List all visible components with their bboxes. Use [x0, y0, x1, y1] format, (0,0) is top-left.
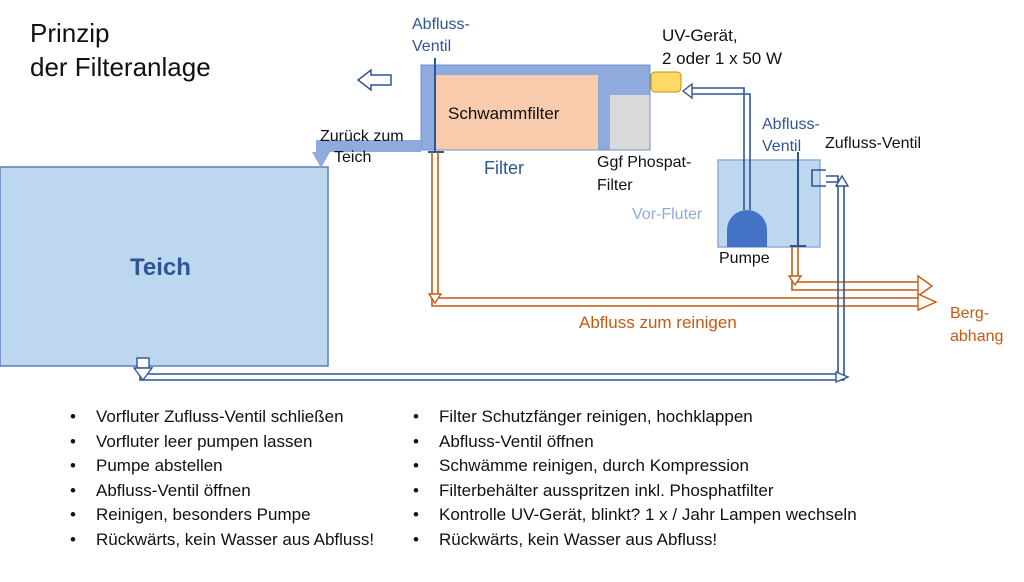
page-title: Prinzip der Filteranlage [30, 18, 211, 82]
pump-label: Pumpe [719, 250, 770, 267]
vorfluter-label: Vor-Fluter [632, 206, 703, 223]
list-item: Rückwärts, kein Wasser aus Abfluss! [62, 528, 374, 553]
slope-label: Berg- abhang [950, 305, 1004, 345]
supply-arrow-up [834, 174, 850, 187]
uv-device [650, 71, 682, 93]
pump [727, 210, 767, 247]
pond-intake [136, 357, 150, 369]
uv-device-label: UV-Gerät, 2 oder 1 x 50 W [662, 26, 783, 68]
return-pipe-arrow [312, 152, 330, 168]
supply-arrow-down [132, 367, 154, 382]
return-pipe-drop [316, 140, 328, 154]
phosphate-filter [610, 95, 650, 150]
vorfluter-drain-valve-label: Abfluss- Ventil [762, 116, 820, 155]
sponge-filter [435, 75, 598, 150]
sponge-filter-label: Schwammfilter [448, 104, 560, 123]
list-item: Filterbehälter ausspritzen inkl. Phospha… [405, 479, 857, 504]
list-item: Pumpe abstellen [62, 454, 374, 479]
list-item: Kontrolle UV-Gerät, blinkt? 1 x / Jahr L… [405, 503, 857, 528]
return-to-pond-label: Zurück zum Teich [320, 128, 404, 166]
outflow-arrow-icon [356, 68, 392, 92]
drain-arrow-right-1 [917, 274, 934, 298]
return-pipe [318, 140, 421, 152]
list-item: Vorfluter Zufluss-Ventil schließen [62, 405, 374, 430]
drain-arrow-right-2 [917, 292, 938, 312]
filter-housing-left [421, 65, 435, 150]
list-item: Rückwärts, kein Wasser aus Abfluss! [405, 528, 857, 553]
filter-label: Filter [484, 158, 524, 178]
steps-list-filter: Filter Schutzfänger reinigen, hochklappe… [405, 405, 857, 552]
pond-label: Teich [130, 254, 191, 281]
drain-cleaning-label: Abfluss zum reinigen [579, 313, 737, 332]
pump-to-uv-arrow [681, 82, 693, 100]
list-item: Abfluss-Ventil öffnen [62, 479, 374, 504]
drain-arrow-down [427, 293, 443, 305]
filter-drain-valve-label: Abfluss- Ventil [412, 16, 470, 55]
filter-frame-outline [420, 64, 651, 151]
phosphate-filter-label: Ggf Phospat- Filter [597, 154, 692, 194]
pond-tank [0, 166, 329, 367]
list-item: Filter Schutzfänger reinigen, hochklappe… [405, 405, 857, 430]
list-item: Abfluss-Ventil öffnen [405, 430, 857, 455]
steps-list-vorfluter: Vorfluter Zufluss-Ventil schließen Vorfl… [62, 405, 374, 552]
list-item: Vorfluter leer pumpen lassen [62, 430, 374, 455]
list-item: Schwämme reinigen, durch Kompression [405, 454, 857, 479]
list-item: Reinigen, besonders Pumpe [62, 503, 374, 528]
pump-to-uv-pipe [690, 87, 751, 210]
supply-arrow-right [835, 370, 850, 384]
drain-arrow-down-2 [787, 275, 803, 287]
inflow-valve-label: Zufluss-Ventil [825, 135, 922, 152]
